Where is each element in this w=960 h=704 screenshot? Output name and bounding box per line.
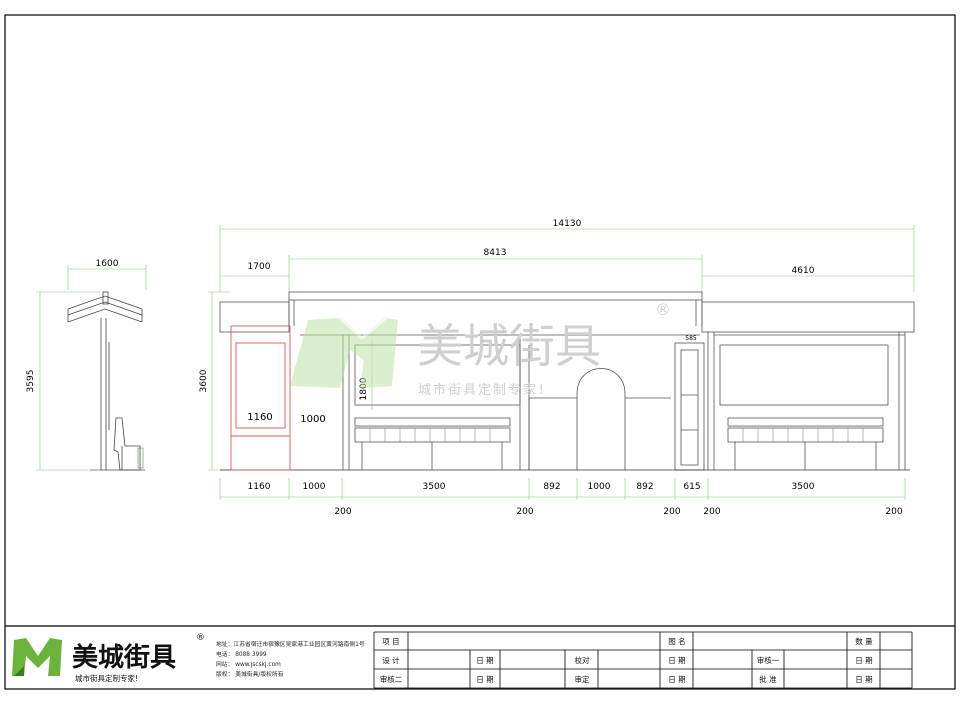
front-dimension-lines xyxy=(208,225,915,500)
title-block-table xyxy=(373,631,913,689)
bench-slats xyxy=(369,428,864,442)
dim-bottom-8: 3500 xyxy=(792,482,815,492)
dim-bottom-7: 615 xyxy=(683,482,700,492)
cell-proofread: 校对 xyxy=(575,655,590,665)
title-block-registered: ® xyxy=(196,633,205,643)
watermark-logo-mark xyxy=(290,316,398,388)
cell-date-2: 日 期 xyxy=(668,656,685,665)
dim-left-offset: 1700 xyxy=(248,262,271,272)
base-dimension-row: 200 200 200 200 200 xyxy=(334,507,902,517)
address-line-2: 电话： 8088 3999 xyxy=(216,650,267,658)
cell-drawing-name: 图 名 xyxy=(668,636,685,646)
dim-height: 3600 xyxy=(199,369,209,392)
dim-bottom-6: 892 xyxy=(636,482,653,492)
cell-design: 设 计 xyxy=(382,655,400,665)
sheet-border xyxy=(4,14,956,690)
dim-right-width: 4610 xyxy=(792,266,815,276)
dim-small: 585 xyxy=(685,335,697,342)
cell-approval: 批 准 xyxy=(759,674,777,684)
dim-bottom-2: 1000 xyxy=(303,482,326,492)
cell-date-3: 日 期 xyxy=(855,656,872,665)
title-block-address: 地址：江苏省宿迁市宿豫区吴家港工业园区黄河路南侧1号 电话： 8088 3999… xyxy=(216,640,365,678)
side-dimensions xyxy=(36,265,147,471)
dim-side-height: 3595 xyxy=(26,370,36,393)
cell-approve-check: 审定 xyxy=(575,674,590,684)
dim-bottom-4: 892 xyxy=(543,482,560,492)
dim-base-2: 200 xyxy=(516,507,533,517)
title-block-slogan: 城市街具定制专家! xyxy=(75,673,138,683)
front-elevation xyxy=(219,291,915,471)
cell-project: 项 目 xyxy=(382,637,399,646)
address-line-1: 地址：江苏省宿迁市宿豫区吴家港工业园区黄河路南侧1号 xyxy=(216,640,365,648)
dim-center-width: 8413 xyxy=(484,248,507,258)
watermark-registered: ® xyxy=(655,300,671,319)
cell-date-5: 日 期 xyxy=(668,675,685,684)
address-line-4: 版权： 美城街具/版权所有 xyxy=(216,670,284,678)
dim-base-5: 200 xyxy=(885,507,902,517)
dim-bottom-3: 3500 xyxy=(423,482,446,492)
watermark-brand: 美城街具 xyxy=(417,319,601,373)
bottom-dimension-row: 1160 1000 3500 892 1000 892 615 3500 xyxy=(248,482,815,492)
dim-base-1: 200 xyxy=(334,507,351,517)
cell-review-2: 审核二 xyxy=(380,674,403,684)
dim-seat-height: 1800 xyxy=(359,377,369,400)
cell-date-6: 日 期 xyxy=(855,675,872,684)
dim-bottom-1: 1160 xyxy=(248,482,271,492)
dim-base-4: 200 xyxy=(703,507,720,517)
side-elevation xyxy=(67,291,145,471)
title-block-logo xyxy=(12,638,62,676)
cell-date-1: 日 期 xyxy=(476,656,493,665)
dim-base-3: 200 xyxy=(663,507,680,517)
title-block-brand: 美城街具 xyxy=(72,642,176,673)
dim-bottom-5: 1000 xyxy=(588,482,611,492)
cell-quantity: 数 量 xyxy=(855,636,873,646)
dim-panel-width: 1160 xyxy=(247,412,272,423)
watermark-slogan: 城市街具定制专家！ xyxy=(418,382,553,398)
ad-panel xyxy=(230,325,291,471)
dim-side-width: 1600 xyxy=(96,259,119,269)
address-line-3: 网站： www.jscskj.com xyxy=(216,660,281,668)
dim-total-width: 14130 xyxy=(553,219,582,229)
dim-gap: 1000 xyxy=(300,414,325,425)
cell-date-4: 日 期 xyxy=(476,675,493,684)
cell-review-1: 审核一 xyxy=(757,655,780,665)
title-block-cells: 项 目 图 名 数 量 设 计 日 期 校对 日 期 审核一 日 期 审核二 日… xyxy=(380,636,873,684)
